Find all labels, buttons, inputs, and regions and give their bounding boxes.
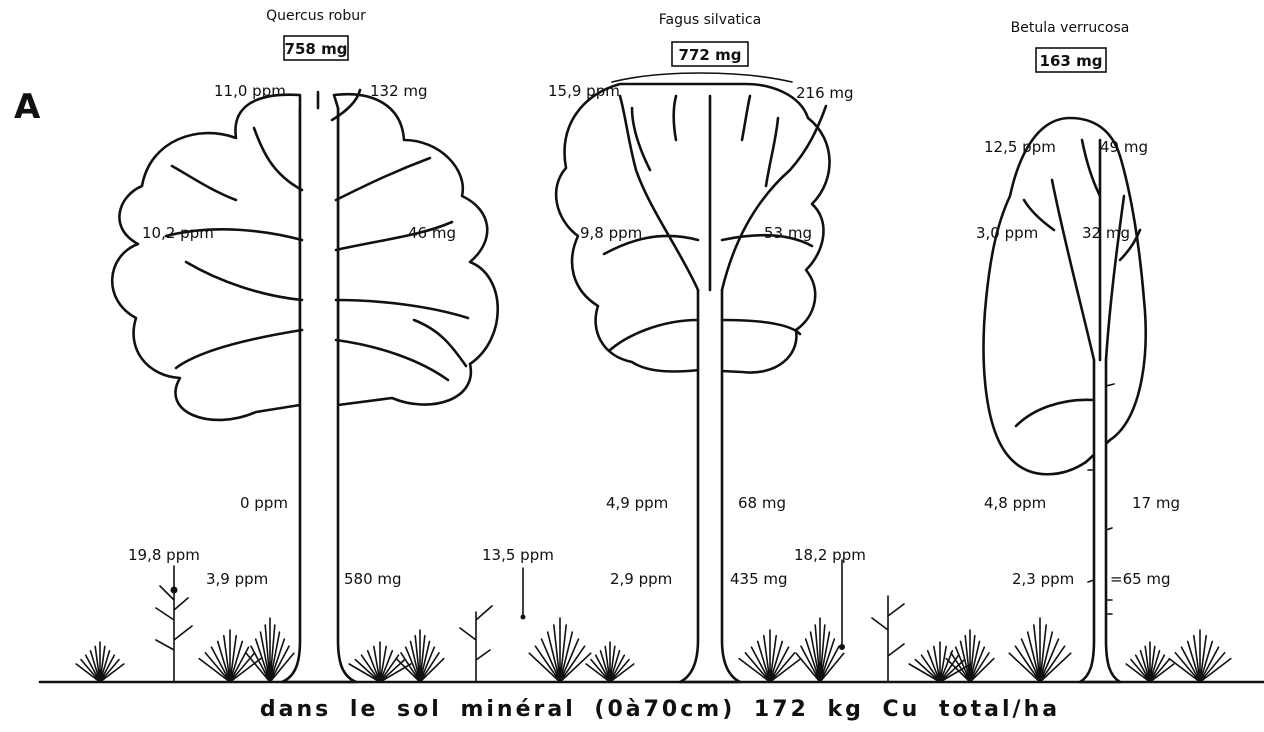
trunk-lower-mg-3: =65 mg xyxy=(1110,570,1171,588)
fagus-crown-arc xyxy=(612,73,792,82)
trunk-upper-ppm-2: 4,9 ppm xyxy=(606,494,668,512)
trunk-upper-ppm-3: 4,8 ppm xyxy=(984,494,1046,512)
trunk-lower-ppm-3: 2,3 ppm xyxy=(1012,570,1074,588)
veg-pointer-2-dot xyxy=(521,615,526,620)
crown-mid-ppm-3: 3,0 ppm xyxy=(976,224,1038,242)
grass-tuft xyxy=(349,642,411,682)
grass-tufts xyxy=(76,618,1231,682)
tree-fagus-silvatica xyxy=(556,73,829,682)
grass-tuft xyxy=(1009,618,1071,682)
grass-tuft xyxy=(246,618,294,682)
grass-tuft xyxy=(586,642,634,682)
total-value-3: 163 mg xyxy=(1040,52,1103,70)
grass-tuft xyxy=(76,642,124,682)
veg-pointer-3-dot xyxy=(839,644,845,650)
ground-veg-ppm-3: 18,2 ppm xyxy=(794,546,866,564)
crown-top-mg-1: 132 mg xyxy=(370,82,428,100)
trunk-lower-ppm-2: 2,9 ppm xyxy=(610,570,672,588)
grass-tuft xyxy=(1169,630,1231,682)
crown-mid-mg-2: 53 mg xyxy=(764,224,812,242)
species-name-1: Quercus robur xyxy=(266,8,366,24)
grass-tuft xyxy=(199,630,261,682)
panel-letter: A xyxy=(14,87,41,127)
trunk-upper-mg-2: 68 mg xyxy=(738,494,786,512)
grass-tuft xyxy=(739,630,801,682)
grass-tuft xyxy=(396,630,444,682)
tree-betula-verrucosa xyxy=(984,118,1146,682)
crown-mid-mg-3: 32 mg xyxy=(1082,224,1130,242)
herb-plant-1 xyxy=(156,586,192,682)
trunk-lower-mg-2: 435 mg xyxy=(730,570,788,588)
trunk-lower-mg-1: 580 mg xyxy=(344,570,402,588)
crown-top-mg-2: 216 mg xyxy=(796,84,854,102)
total-value-2: 772 mg xyxy=(679,46,742,64)
grass-tuft xyxy=(796,618,844,682)
crown-top-ppm-3: 12,5 ppm xyxy=(984,138,1056,156)
species-name-2: Fagus silvatica xyxy=(659,12,761,28)
total-value-1: 758 mg xyxy=(285,40,348,58)
betula-crown xyxy=(984,118,1146,474)
crown-mid-ppm-2: 9,8 ppm xyxy=(580,224,642,242)
species-name-3: Betula verrucosa xyxy=(1011,20,1130,36)
crown-mid-mg-1: 46 mg xyxy=(408,224,456,242)
grass-tuft xyxy=(1126,642,1174,682)
crown-top-mg-3: 49 mg xyxy=(1100,138,1148,156)
herb-plant-2 xyxy=(460,606,492,682)
herb-plant-3 xyxy=(872,596,904,682)
ground-veg-ppm-2: 13,5 ppm xyxy=(482,546,554,564)
ground-veg-ppm-1: 19,8 ppm xyxy=(128,546,200,564)
crown-top-ppm-2: 15,9 ppm xyxy=(548,82,620,100)
trunk-upper-ppm-1: 0 ppm xyxy=(240,494,288,512)
trunk-upper-mg-3: 17 mg xyxy=(1132,494,1180,512)
tree-quercus-robur xyxy=(112,90,498,682)
crown-top-ppm-1: 11,0 ppm xyxy=(214,82,286,100)
crown-mid-ppm-1: 10,2 ppm xyxy=(142,224,214,242)
soil-copper-caption: dans le sol minéral (0à70cm) 172 kg Cu t… xyxy=(260,697,1060,722)
grass-tuft xyxy=(529,618,591,682)
trunk-lower-ppm-1: 3,9 ppm xyxy=(206,570,268,588)
